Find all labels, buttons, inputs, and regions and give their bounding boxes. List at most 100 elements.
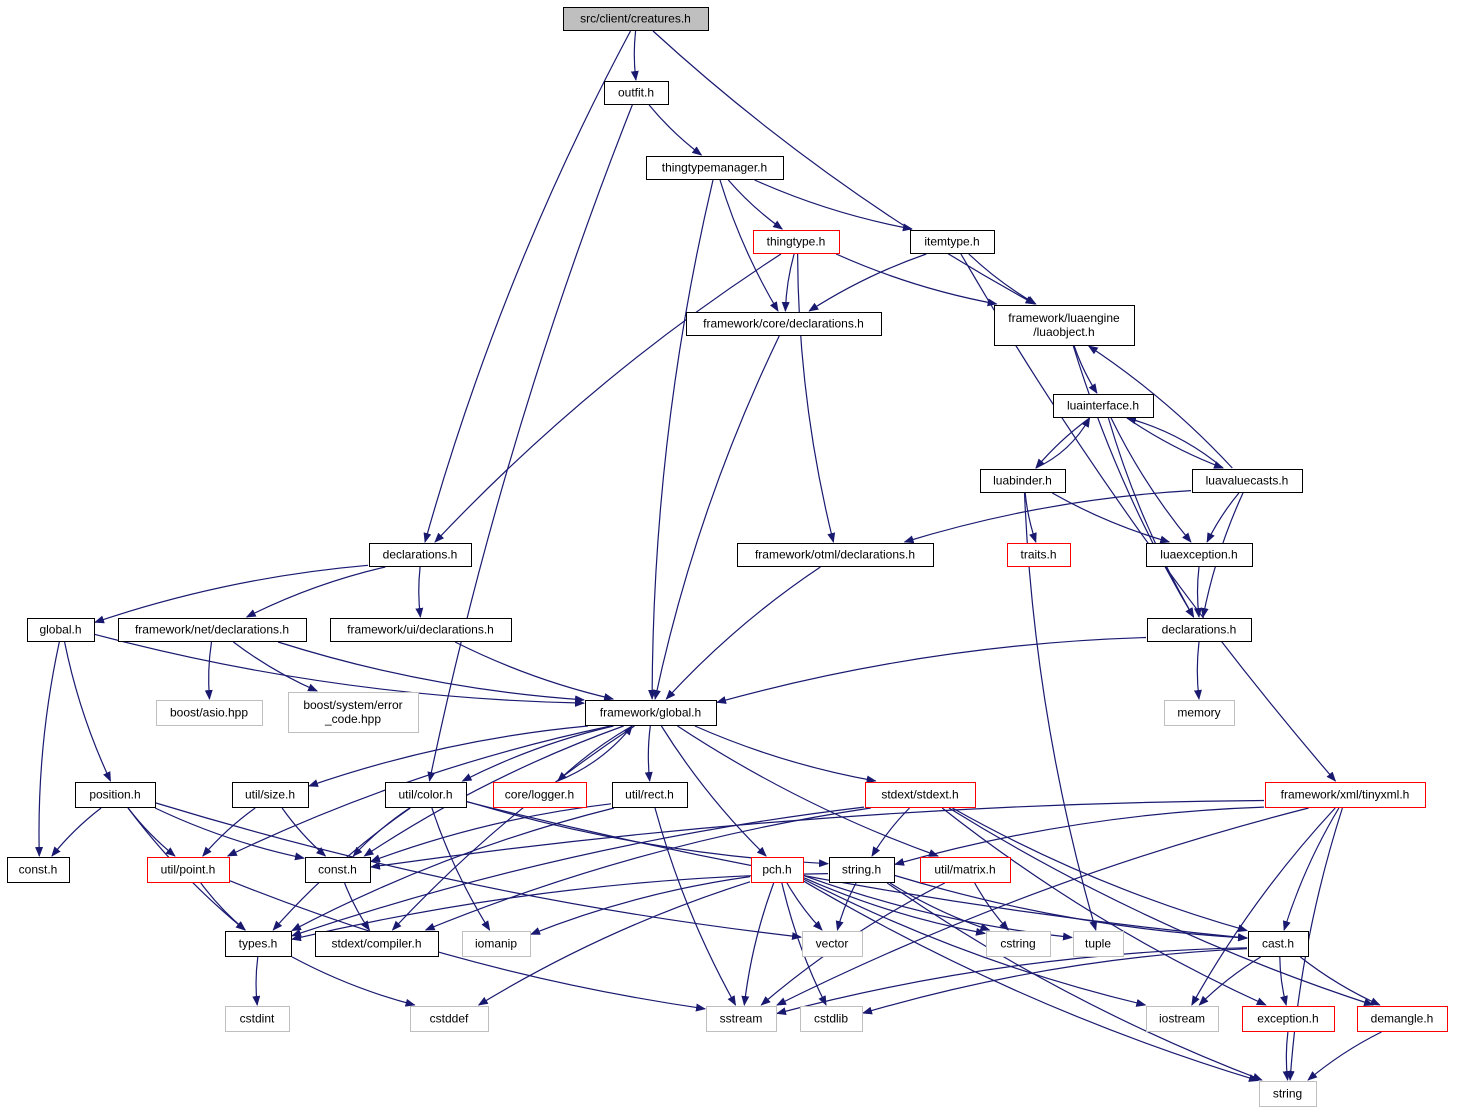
graph-node-luainterface[interactable]: luainterface.h xyxy=(1053,394,1154,418)
node-box xyxy=(980,469,1066,493)
graph-node-compiler[interactable]: stdext/compiler.h xyxy=(315,931,439,957)
edge-arrow xyxy=(835,253,998,307)
graph-node-iostream[interactable]: iostream xyxy=(1146,1006,1219,1032)
edge-stringh-to-string xyxy=(886,882,1263,1081)
edge-root-to-outfit xyxy=(630,30,639,81)
graph-node-otmldecl[interactable]: framework/otml/declarations.h xyxy=(737,543,934,567)
node-box xyxy=(1192,469,1303,493)
edge-luabinder-to-luainterface xyxy=(1035,417,1091,469)
graph-node-memory[interactable]: memory xyxy=(1164,700,1235,726)
edge-arrow xyxy=(64,641,112,782)
graph-node-itemtype[interactable]: itemtype.h xyxy=(910,230,995,254)
graph-node-cstdlib[interactable]: cstdlib xyxy=(800,1006,863,1032)
edge-arrow xyxy=(776,807,1309,1006)
graph-node-rect[interactable]: util/rect.h xyxy=(612,782,688,808)
node-box xyxy=(1242,1006,1335,1032)
edge-tinyxml-to-const_m xyxy=(370,799,1265,870)
node-box xyxy=(1053,394,1154,418)
graph-node-demangle[interactable]: demangle.h xyxy=(1357,1006,1448,1032)
graph-node-point[interactable]: util/point.h xyxy=(147,857,230,883)
node-label: framework/otml/declarations.h xyxy=(755,548,915,562)
graph-node-decl_client[interactable]: declarations.h xyxy=(369,543,472,567)
graph-node-traits[interactable]: traits.h xyxy=(1007,543,1071,567)
graph-node-stringh[interactable]: string.h xyxy=(829,857,895,883)
graph-node-tuple[interactable]: tuple xyxy=(1073,931,1124,957)
graph-node-stdext[interactable]: stdext/stdext.h xyxy=(865,782,976,808)
edge-arrow xyxy=(344,882,370,931)
graph-node-cast[interactable]: cast.h xyxy=(1248,931,1309,957)
edge-arrow xyxy=(952,807,1248,933)
graph-node-luabinder[interactable]: luabinder.h xyxy=(980,469,1066,493)
edge-arrow xyxy=(889,882,991,931)
edge-cast-to-exception xyxy=(1279,956,1288,1006)
graph-node-globalh[interactable]: global.h xyxy=(27,618,95,642)
graph-node-size[interactable]: util/size.h xyxy=(232,782,309,808)
graph-node-outfit[interactable]: outfit.h xyxy=(604,81,669,105)
graph-node-fwglobal[interactable]: framework/global.h xyxy=(585,700,717,726)
node-label: cstddef xyxy=(430,1012,469,1026)
graph-node-root[interactable]: src/client/creatures.h xyxy=(563,7,709,31)
node-box xyxy=(802,931,863,957)
edge-arrow xyxy=(1126,417,1224,469)
node-box xyxy=(585,700,717,726)
node-label: sstream xyxy=(720,1012,763,1026)
graph-node-boostasio[interactable]: boost/asio.hpp xyxy=(156,700,263,726)
graph-node-iomanip[interactable]: iomanip xyxy=(462,931,531,957)
graph-node-luavaluecasts[interactable]: luavaluecasts.h xyxy=(1192,469,1303,493)
edge-arrow xyxy=(894,806,1265,866)
edge-thingtype-to-decl_client xyxy=(434,253,782,543)
graph-node-string[interactable]: string xyxy=(1259,1081,1317,1107)
graph-node-netdecl[interactable]: framework/net/declarations.h xyxy=(118,618,307,642)
graph-node-matrix[interactable]: util/matrix.h xyxy=(920,857,1011,883)
node-box xyxy=(118,618,307,642)
edge-fwglobal-to-size xyxy=(308,725,588,787)
graph-node-types[interactable]: types.h xyxy=(225,931,292,957)
graph-node-const_m[interactable]: const.h xyxy=(305,857,371,883)
graph-node-logger[interactable]: core/logger.h xyxy=(493,782,587,808)
graph-node-ttm[interactable]: thingtypemanager.h xyxy=(646,156,784,180)
node-box xyxy=(75,782,156,808)
node-box xyxy=(994,305,1135,346)
graph-node-const_l[interactable]: const.h xyxy=(7,857,70,883)
edge-netdecl-to-boosterr xyxy=(233,641,319,692)
graph-node-boosterr[interactable]: boost/system/error_code.hpp xyxy=(288,692,419,733)
edge-arrow xyxy=(202,807,256,857)
node-box xyxy=(330,618,512,642)
edge-uidecl-to-fwglobal xyxy=(454,641,615,701)
edge-color-to-iomanip xyxy=(431,807,491,931)
graph-node-position[interactable]: position.h xyxy=(75,782,156,808)
edge-arrow xyxy=(1299,956,1381,1006)
graph-node-pch[interactable]: pch.h xyxy=(751,857,804,883)
graph-node-tinyxml[interactable]: framework/xml/tinyxml.h xyxy=(1265,782,1426,808)
graph-node-decl_lua[interactable]: declarations.h xyxy=(1147,618,1252,642)
graph-node-sstream[interactable]: sstream xyxy=(706,1006,777,1032)
graph-node-exception[interactable]: exception.h xyxy=(1242,1006,1335,1032)
graph-node-uidecl[interactable]: framework/ui/declarations.h xyxy=(330,618,512,642)
edge-arrow xyxy=(886,882,1263,1081)
node-label: types.h xyxy=(239,937,278,951)
graph-node-thingtype[interactable]: thingtype.h xyxy=(753,230,840,254)
edge-decl_client-to-globalh xyxy=(94,564,369,624)
graph-node-cstring[interactable]: cstring xyxy=(986,931,1051,957)
edge-arrow xyxy=(51,807,102,857)
graph-node-vector[interactable]: vector xyxy=(802,931,863,957)
graph-node-cstddef[interactable]: cstddef xyxy=(410,1006,489,1032)
graph-node-color[interactable]: util/color.h xyxy=(385,782,467,808)
edge-arrow xyxy=(948,807,1374,1007)
edge-arrow xyxy=(1072,345,1195,618)
edge-luavaluecasts-to-luaexception xyxy=(1206,492,1240,543)
node-label: src/client/creatures.h xyxy=(580,12,691,26)
edge-arrow xyxy=(803,875,1073,941)
edge-arrow xyxy=(291,956,416,1007)
graph-node-coredecl[interactable]: framework/core/declarations.h xyxy=(686,312,882,336)
edge-fwglobal-to-compiler xyxy=(391,725,635,931)
edge-arrow xyxy=(974,882,1009,931)
node-label: const.h xyxy=(19,863,58,877)
node-box xyxy=(865,782,976,808)
edge-arrow xyxy=(1307,1031,1382,1081)
node-label: luaexception.h xyxy=(1160,548,1237,562)
edge-arrow xyxy=(1193,566,1202,618)
graph-node-luaexception[interactable]: luaexception.h xyxy=(1146,543,1253,567)
graph-node-cstdint[interactable]: cstdint xyxy=(225,1006,290,1032)
graph-node-luaobject[interactable]: framework/luaengine/luaobject.h xyxy=(994,305,1135,346)
